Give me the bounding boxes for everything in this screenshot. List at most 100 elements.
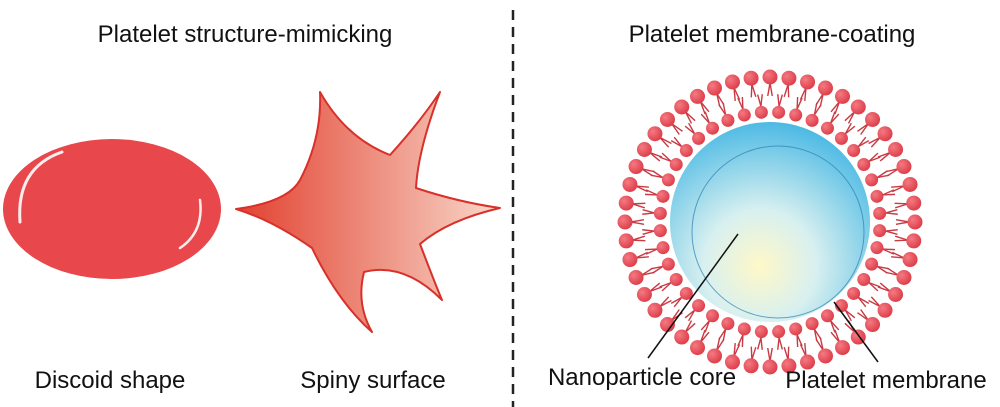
lipid-heads <box>617 69 923 375</box>
outer-lipid-head <box>877 302 893 318</box>
outer-lipid-head <box>690 340 705 356</box>
outer-lipid-tail <box>895 219 910 223</box>
outer-lipid-tail <box>886 168 899 177</box>
inner-lipid-head <box>692 131 706 145</box>
outer-lipid-tail <box>733 87 741 101</box>
inner-lipid-tail <box>741 96 744 110</box>
inner-lipid-tail <box>857 140 870 148</box>
inner-lipid-head <box>873 206 887 220</box>
outer-lipid-head <box>817 80 833 96</box>
outer-lipid-tail <box>699 101 710 113</box>
outer-lipid-tail <box>815 338 824 351</box>
inner-lipid-tail <box>650 174 663 179</box>
outer-lipid-head <box>743 358 759 374</box>
outer-lipid-tail <box>894 239 908 242</box>
outer-lipid-tail <box>783 346 789 361</box>
outer-lipid-tail <box>733 343 736 357</box>
inner-lipid-tail <box>857 296 870 304</box>
inner-lipid-head <box>737 108 751 122</box>
outer-lipid-tail <box>804 87 807 101</box>
outer-lipid-head <box>835 88 850 104</box>
inner-lipid-tail <box>659 281 672 288</box>
outer-lipid-tail <box>733 87 736 101</box>
inner-lipid-tail <box>844 309 852 322</box>
outer-lipid-tail <box>879 282 891 293</box>
inner-lipid-head <box>721 113 735 127</box>
inner-lipid-tail <box>673 136 683 148</box>
outer-lipid-head <box>622 176 638 192</box>
inner-lipid-tail <box>813 328 822 340</box>
inner-lipid-tail <box>830 113 840 124</box>
outer-lipid-tail <box>894 235 909 241</box>
membrane-label: Platelet membrane <box>785 367 986 394</box>
inner-lipid-tail <box>857 136 867 148</box>
outer-lipid-head <box>865 111 881 127</box>
outer-lipid-head <box>850 99 866 115</box>
outer-lipid-tail <box>860 309 869 321</box>
spiny-platelet <box>235 91 501 333</box>
inner-lipid-tail <box>885 208 898 214</box>
outer-lipid-tail <box>632 202 646 205</box>
outer-lipid-tail <box>894 203 909 209</box>
outer-lipid-tail <box>635 256 649 259</box>
inner-lipid-head <box>805 317 819 331</box>
outer-lipid-tail <box>751 83 757 98</box>
nanoparticle-core <box>670 122 870 322</box>
inner-lipid-head <box>669 158 683 172</box>
inner-lipid-tail <box>650 265 663 270</box>
inner-lipid-tail <box>876 265 888 274</box>
inner-lipid-tail <box>700 320 710 331</box>
outer-lipid-head <box>902 252 918 268</box>
inner-lipid-tail <box>844 125 856 135</box>
inner-lipid-tail <box>737 334 744 347</box>
outer-lipid-head <box>628 159 644 175</box>
inner-lipid-head <box>653 206 667 220</box>
outer-lipid-tail <box>716 93 721 107</box>
outer-lipid-head <box>636 142 652 157</box>
inner-lipid-tail <box>644 193 658 196</box>
inner-lipid-head <box>772 105 786 119</box>
inner-lipid-tail <box>718 328 727 340</box>
outer-lipid-tail <box>819 93 824 107</box>
outer-lipid-tail <box>716 338 725 351</box>
inner-lipid-tail <box>882 189 895 196</box>
inner-lipid-tail <box>688 122 696 135</box>
inner-lipid-head <box>857 272 871 286</box>
outer-lipid-tail <box>834 329 841 343</box>
inner-lipid-tail <box>704 111 711 124</box>
inner-lipid-tail <box>868 282 879 292</box>
outer-lipid-head <box>674 99 690 115</box>
outer-lipid-head <box>902 176 918 192</box>
outer-lipid-tail <box>891 185 905 193</box>
outer-lipid-tail <box>895 221 910 225</box>
outer-lipid-head <box>674 329 690 345</box>
inner-lipid-head <box>661 257 675 271</box>
left-panel-title: Platelet structure-mimicking <box>98 21 393 48</box>
outer-lipid-tail <box>751 346 757 361</box>
inner-lipid-head <box>847 286 861 300</box>
inner-lipid-tail <box>722 102 727 115</box>
inner-lipid-tail <box>756 337 762 350</box>
inner-lipid-tail <box>830 320 840 331</box>
inner-lipid-head <box>679 144 693 158</box>
inner-lipid-tail <box>673 296 683 308</box>
outer-lipid-head <box>724 354 740 370</box>
outer-lipid-head <box>888 287 904 302</box>
outer-lipid-tail <box>631 235 646 241</box>
outer-lipid-tail <box>894 202 908 205</box>
outer-lipid-tail <box>659 299 672 308</box>
inner-lipid-tail <box>670 296 683 304</box>
inner-lipid-tail <box>882 248 896 251</box>
inner-lipid-head <box>847 144 861 158</box>
inner-lipid-head <box>772 325 786 339</box>
inner-lipid-head <box>656 189 670 203</box>
outer-lipid-tail <box>641 168 654 177</box>
outer-lipid-head <box>896 159 912 175</box>
outer-lipid-tail <box>834 101 841 115</box>
outer-lipid-head <box>659 111 675 127</box>
outer-lipid-tail <box>868 136 881 145</box>
inner-lipid-tail <box>857 296 867 308</box>
outer-lipid-tail <box>684 111 696 122</box>
outer-lipid-tail <box>799 343 807 357</box>
outer-lipid-tail <box>815 93 824 106</box>
